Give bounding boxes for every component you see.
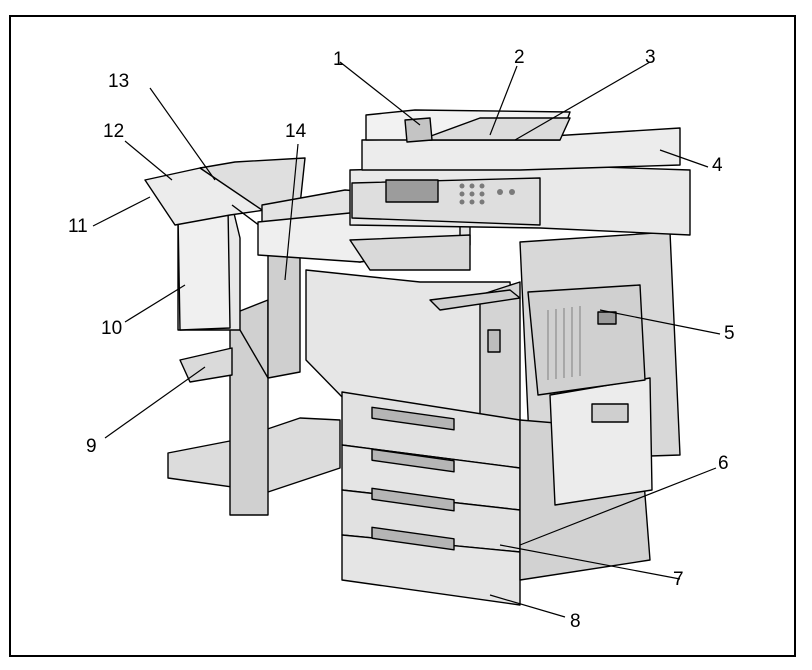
callout-7: 7 — [673, 569, 684, 590]
callout-6: 6 — [718, 453, 729, 474]
callout-4: 4 — [712, 155, 723, 176]
finisher-top — [199, 157, 306, 211]
side-latch[interactable] — [597, 311, 617, 325]
finisher-unit — [144, 157, 341, 516]
callout-9: 9 — [86, 436, 97, 457]
exit-tray — [349, 234, 471, 271]
finisher-column — [229, 299, 269, 516]
touch-panel[interactable] — [385, 179, 439, 203]
callout-13: 13 — [108, 71, 130, 92]
power-switch[interactable] — [487, 329, 501, 353]
callout-10: 10 — [101, 318, 123, 339]
callout-5: 5 — [724, 323, 735, 344]
keypad[interactable] — [459, 183, 516, 205]
callout-2: 2 — [514, 47, 525, 68]
right-vent-panel — [527, 284, 646, 396]
document-feeder-tray — [419, 117, 571, 141]
leader-lines — [92, 61, 721, 618]
finisher-front-door — [177, 207, 231, 331]
top-panel — [429, 289, 521, 311]
side-door[interactable] — [549, 377, 653, 506]
callout-3: 3 — [645, 47, 656, 68]
callout-12: 12 — [103, 121, 125, 142]
finisher-middle-tray — [179, 347, 233, 383]
callout-14: 14 — [285, 121, 307, 142]
control-panel — [351, 177, 541, 226]
callout-1: 1 — [333, 49, 344, 70]
paper-drawer-4[interactable] — [341, 534, 521, 606]
document-guide[interactable] — [404, 117, 433, 143]
side-door-handle[interactable] — [591, 403, 629, 423]
callout-11: 11 — [68, 216, 88, 237]
callout-8: 8 — [570, 611, 581, 632]
